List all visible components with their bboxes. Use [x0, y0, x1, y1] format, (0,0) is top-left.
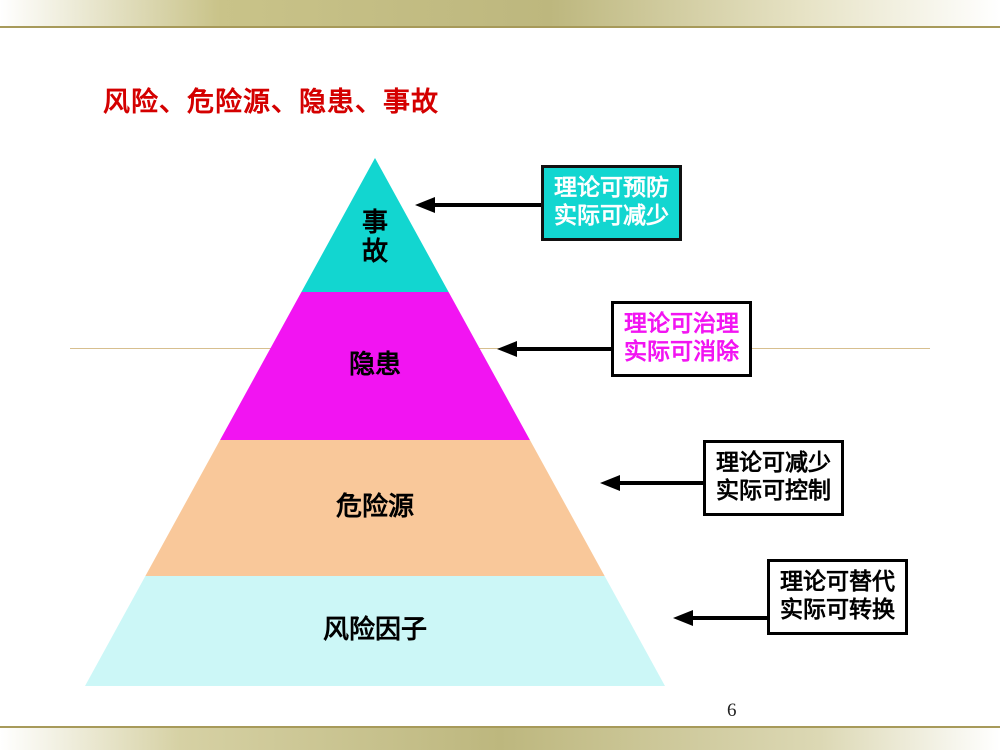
- pyramid-diagram: 事 故 隐患 危险源 风险因子: [85, 158, 665, 686]
- callout-hazard-source: 理论可减少 实际可控制: [703, 440, 844, 517]
- callout-hazard-source-line2: 实际可控制: [716, 478, 831, 505]
- callout-accident-line2: 实际可减少: [554, 203, 669, 230]
- callout-risk-factor-line2: 实际可转换: [780, 597, 895, 624]
- top-band-rule: [0, 26, 1000, 28]
- pyramid-level-hazard-source: 危险源: [85, 440, 665, 576]
- callout-hazard: 理论可治理 实际可消除: [611, 301, 752, 378]
- callout-risk-factor-line1: 理论可替代: [780, 569, 895, 595]
- callout-accident: 理论可预防 实际可减少: [541, 165, 682, 242]
- bottom-band-rule: [0, 726, 1000, 728]
- callout-accident-line1: 理论可预防: [554, 175, 669, 201]
- callout-hazard-line1: 理论可治理: [624, 311, 739, 337]
- bottom-decorative-band: [0, 728, 1000, 750]
- pyramid-level-hazard-source-shape: [145, 440, 605, 576]
- pyramid-level-hazard: 隐患: [85, 292, 665, 440]
- arrow-to-risk-factor: [673, 609, 767, 627]
- pyramid-level-hazard-shape: [220, 292, 530, 440]
- callout-hazard-line2: 实际可消除: [624, 339, 739, 366]
- pyramid-level-risk-factor-shape: [85, 576, 665, 686]
- callout-risk-factor: 理论可替代 实际可转换: [767, 559, 908, 636]
- top-decorative-band: [0, 0, 1000, 26]
- callout-hazard-source-line1: 理论可减少: [716, 450, 831, 476]
- pyramid-level-risk-factor: 风险因子: [85, 576, 665, 686]
- slide-title: 风险、危险源、隐患、事故: [103, 87, 439, 118]
- page-number: 6: [727, 700, 737, 721]
